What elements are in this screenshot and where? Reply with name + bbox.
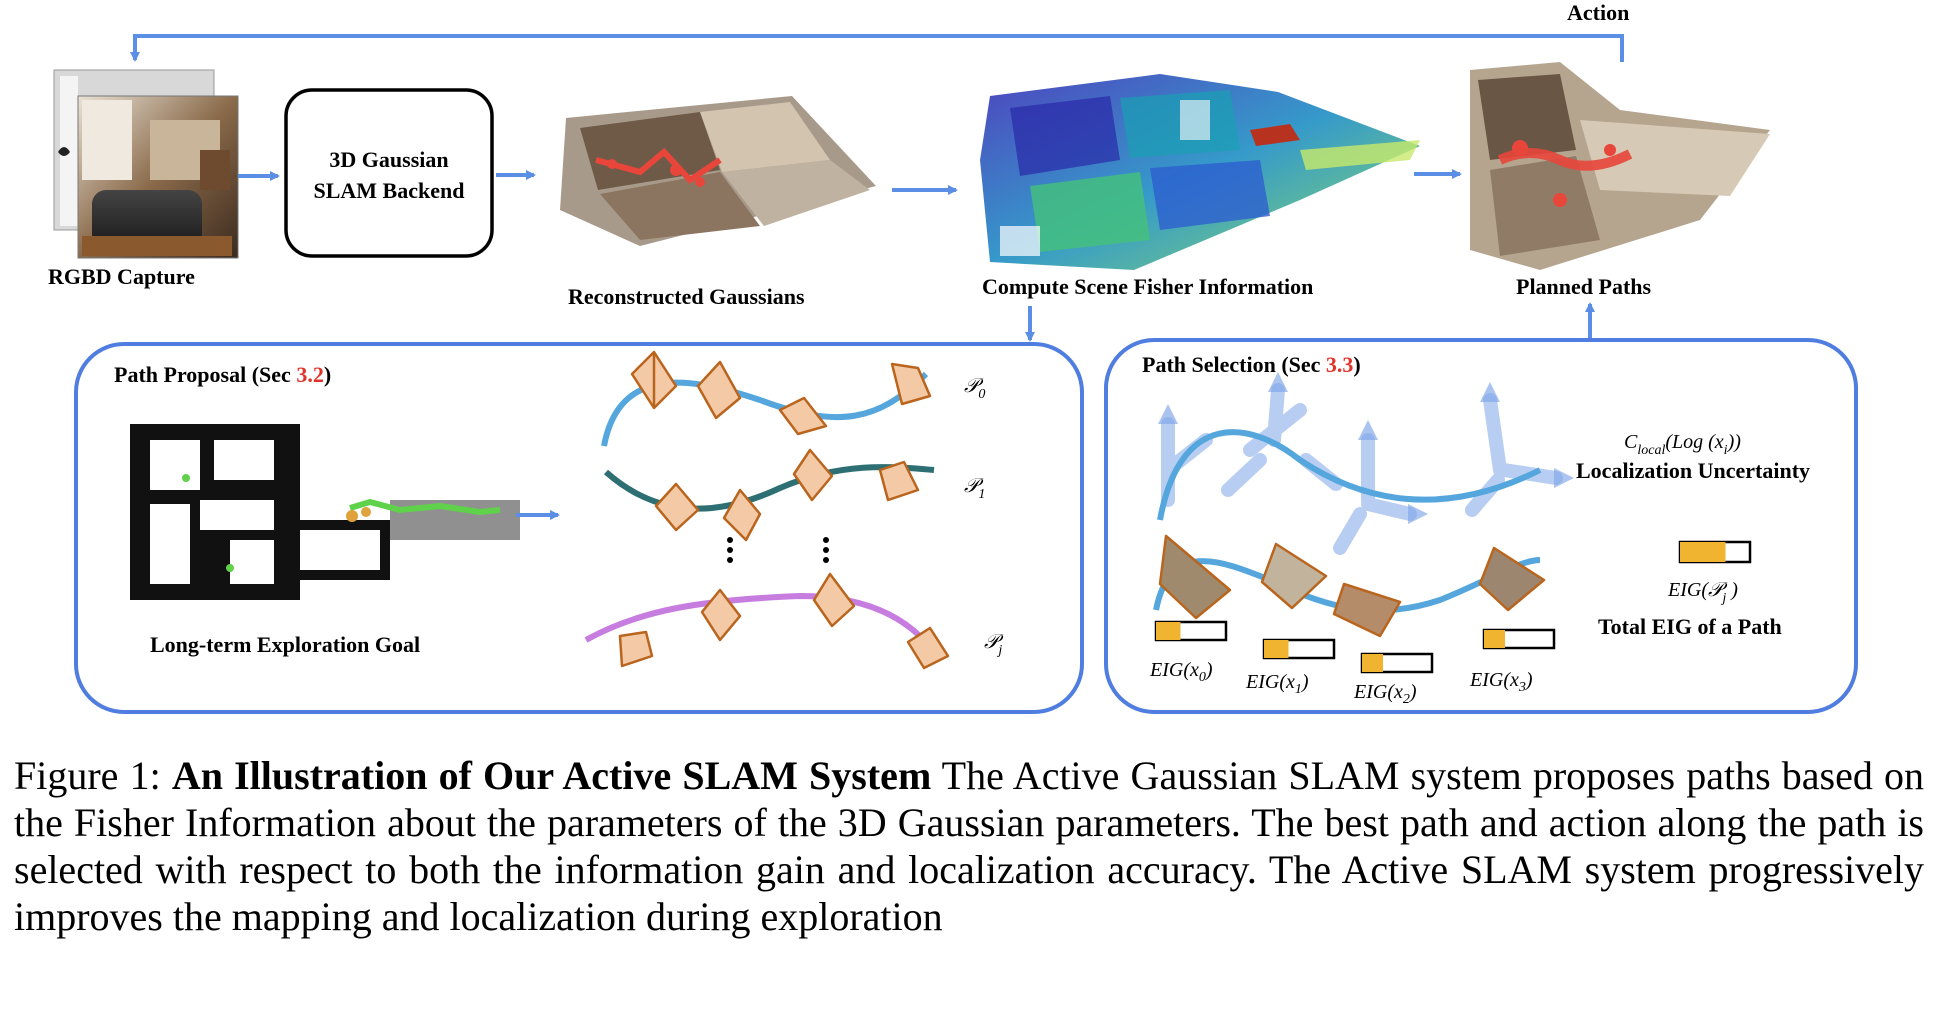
reconstructed-gaussians-label: Reconstructed Gaussians xyxy=(568,284,805,309)
path-selection-sec-ref: 3.3 xyxy=(1326,352,1354,377)
ellipsis-dots xyxy=(727,537,829,563)
path-selection-title: Path Selection (Sec 3.3) xyxy=(1142,352,1361,377)
total-eig-label: Total EIG of a Path xyxy=(1598,614,1782,639)
occupancy-map-label: Long-term Exploration Goal xyxy=(150,632,420,657)
eig-frame-bars xyxy=(1154,620,1556,674)
slam-backend-line2: SLAM Backend xyxy=(314,178,465,203)
rgbd-capture-image xyxy=(53,69,239,259)
eig-path-bar-fill xyxy=(1680,542,1726,562)
eig-bar-fill-2 xyxy=(1362,654,1383,672)
localization-uncertainty-arrows xyxy=(1161,383,1563,555)
planned-paths-image xyxy=(1470,62,1770,270)
action-label: Action xyxy=(1567,0,1629,25)
caption-prefix: Figure 1: xyxy=(14,753,172,798)
proposal-path-j xyxy=(584,592,937,654)
eig-bar-fill-0 xyxy=(1156,622,1181,640)
path-label-j: 𝒫j xyxy=(984,631,1004,658)
figure-diagram: Action RGBD Capture 3D Gaussian SLAM Bac… xyxy=(48,0,1858,714)
eig-frame-label-0: EIG(x0) xyxy=(1149,659,1213,685)
eig-frame-label-3: EIG(x3) xyxy=(1469,669,1533,695)
eig-frame-label-2: EIG(x2) xyxy=(1353,681,1417,707)
eig-path-formula: EIG(𝒫j ) xyxy=(1667,579,1738,606)
path-proposal-panel xyxy=(74,342,1084,714)
fisher-information-label: Compute Scene Fisher Information xyxy=(982,274,1313,299)
eig-bar-fill-1 xyxy=(1264,640,1289,658)
figure-caption: Figure 1: An Illustration of Our Active … xyxy=(14,752,1924,940)
path-label-1: 𝒫1 xyxy=(964,475,985,502)
path-proposal-sec-ref: 3.2 xyxy=(296,362,324,387)
eig-frame-label-1: EIG(x1) xyxy=(1245,671,1309,697)
reconstructed-gaussians-image xyxy=(560,96,876,246)
path-proposal-title: Path Proposal (Sec 3.2) xyxy=(114,362,331,387)
localization-arrowheads xyxy=(1158,372,1574,524)
eig-frame-labels: EIG(x0) EIG(x1) EIG(x2) EIG(x3) xyxy=(1149,659,1533,707)
slam-backend-box xyxy=(284,88,494,258)
occupancy-map-image xyxy=(130,424,520,600)
eig-bar-fill-3 xyxy=(1484,630,1505,648)
cost-formula: Clocal(Log (xi)) xyxy=(1624,431,1741,458)
fisher-information-image xyxy=(980,74,1420,270)
localization-uncertainty-label: Localization Uncertainty xyxy=(1576,458,1810,483)
planned-paths-label: Planned Paths xyxy=(1516,274,1652,299)
path-selection-panel xyxy=(1104,338,1858,714)
caption-title: An Illustration of Our Active SLAM Syste… xyxy=(171,753,932,798)
proposal-cameras xyxy=(618,350,950,670)
selection-path-upper xyxy=(1157,429,1542,521)
selection-cameras xyxy=(1158,534,1546,638)
path-label-0: 𝒫0 xyxy=(964,375,985,402)
action-feedback-arrow xyxy=(130,34,1624,62)
slam-backend-line1: 3D Gaussian xyxy=(329,147,448,172)
caption-body: The Active Gaussian SLAM system proposes… xyxy=(14,753,1924,939)
proposal-path-0 xyxy=(601,371,929,447)
rgbd-capture-label: RGBD Capture xyxy=(48,264,195,289)
